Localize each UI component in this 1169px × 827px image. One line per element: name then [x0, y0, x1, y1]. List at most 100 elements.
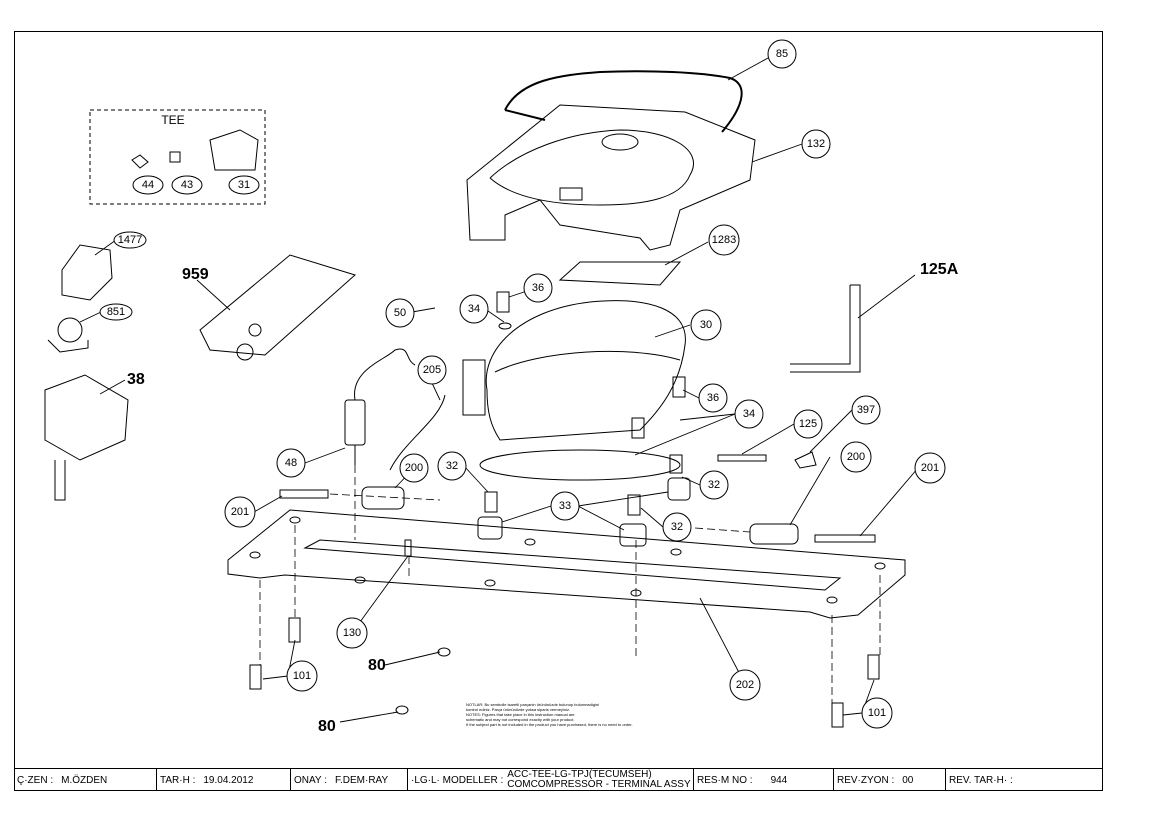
bolt-36-b: [672, 376, 686, 398]
tee-part-44: [131, 154, 149, 169]
label-38: 38: [127, 371, 145, 388]
callout-101b-text: 101: [868, 707, 886, 719]
grommet-33-c: [667, 477, 691, 501]
tarih-value: 19.04.2012: [203, 774, 254, 786]
model-line-2: COMCOMPRESSOR - TERMINAL ASSY: [507, 779, 691, 790]
process-tube-part: [790, 284, 861, 373]
callout-32b-text: 32: [708, 479, 720, 491]
callout-132: [801, 129, 831, 159]
screw-101-b: [249, 664, 262, 690]
cizen-value: M.ÖZDEN: [61, 774, 108, 786]
onay-cell: ONAY : F.DEM·RAY: [291, 769, 408, 791]
screw-101-d: [831, 702, 844, 728]
callout-32a: [437, 451, 467, 481]
callout-130: [336, 617, 368, 649]
terminal-cover-screw: [236, 343, 254, 361]
model-line-1: ACC-TEE-LG-TPJ(TECUMSEH): [507, 769, 652, 780]
callout-101b: [861, 697, 893, 729]
callout-85-text: 85: [776, 48, 788, 60]
callout-851: [99, 303, 133, 321]
screw-101-c: [867, 654, 880, 680]
revtarih-cell: REV. TAR·H· :: [946, 769, 1103, 791]
onay-label: ONAY :: [294, 774, 327, 786]
sleeve-32-a: [484, 491, 498, 513]
note-line: If the subject part is not included in t…: [466, 722, 633, 727]
tarih-label: TAR·H :: [160, 774, 196, 786]
callout-201a: [224, 496, 256, 528]
mount-pin-201-left: [279, 489, 329, 499]
base-plate-holes: [249, 516, 886, 604]
callout-397: [851, 395, 881, 425]
tee-part-31: [209, 129, 259, 171]
callout-202: [729, 669, 761, 701]
compressor-shell-part: [485, 300, 686, 441]
revizyon-cell: REV·ZYON : 00: [834, 769, 946, 791]
bolt-36-c: [631, 417, 645, 439]
compressor-base: [479, 449, 681, 481]
callout-32c: [662, 512, 692, 542]
label-125A: 125A: [920, 261, 959, 278]
label-80a: 80: [368, 657, 386, 674]
callout-34b: [734, 399, 764, 429]
cizen-label: Ç·ZEN :: [17, 774, 54, 786]
mount-pin-201-right: [814, 534, 876, 543]
resim-value: 944: [770, 774, 788, 786]
terminal-cover-hole: [248, 323, 262, 337]
base-plate-channel: [303, 539, 842, 591]
callout-31-text: 31: [238, 179, 250, 191]
callout-36b: [698, 383, 728, 413]
callout-200a: [399, 453, 429, 483]
callout-43: [171, 175, 203, 195]
callout-34a-text: 34: [468, 303, 480, 315]
wire-205-part: [389, 394, 446, 471]
note-line: NOTLAR: Bu sembolle isaretli parçanin ür…: [466, 702, 599, 707]
callout-130-text: 130: [343, 627, 361, 639]
callout-201b: [914, 452, 946, 484]
note-line: kontrol ediniz. Parça ürününüzde yoksa s…: [466, 707, 571, 712]
tarih-cell: TAR·H : 19.04.2012: [157, 769, 291, 791]
callout-101a-text: 101: [293, 670, 311, 682]
callout-30-text: 30: [700, 319, 712, 331]
callout-34a: [459, 294, 489, 324]
modeller-cell: ·LG·L· MODELLER : ACC-TEE-LG-TPJ(TECUMSE…: [408, 769, 694, 791]
tee-kit-box: [89, 109, 266, 205]
onay-value: F.DEM·RAY: [334, 774, 389, 786]
capacitor-wire: [354, 348, 416, 401]
callout-851-text: 851: [107, 306, 125, 318]
power-cord-part: [54, 460, 66, 501]
grommet-33-a: [477, 516, 503, 540]
plug-397-part: [794, 451, 817, 469]
callout-33: [550, 491, 580, 521]
tee-part-43: [169, 151, 181, 163]
grommet-200-right: [749, 523, 799, 545]
callout-34b-text: 34: [743, 408, 755, 420]
compressor-seam: [494, 350, 681, 373]
relay-part: [61, 244, 113, 301]
modeller-label: ·LG·L· MODELLER :: [411, 774, 504, 786]
overload-bracket: [47, 339, 89, 353]
callout-44: [132, 175, 164, 195]
callout-125: [793, 409, 823, 439]
callout-36b-text: 36: [707, 392, 719, 404]
callout-50-text: 50: [394, 307, 406, 319]
callout-101a: [286, 660, 318, 692]
callout-48-text: 48: [285, 457, 297, 469]
foot-80-b: [395, 705, 409, 715]
callout-31: [228, 175, 260, 195]
resim-cell: RES·M NO : 944: [694, 769, 834, 791]
callout-50: [385, 298, 415, 328]
callout-397-text: 397: [857, 404, 875, 416]
callout-32c-text: 32: [671, 521, 683, 533]
power-plug-part: [44, 374, 129, 461]
callout-132-text: 132: [807, 138, 825, 150]
callout-48: [276, 448, 306, 478]
callout-1477-text: 1477: [118, 234, 142, 246]
grommet-33-b: [619, 523, 647, 547]
callout-32b: [699, 470, 729, 500]
foot-80-a: [437, 647, 451, 657]
compressor-terminal-box: [462, 359, 486, 416]
pin-125-part: [717, 454, 767, 462]
clip-130-part: [404, 539, 412, 557]
drawing-frame: [14, 31, 1103, 791]
sleeve-32-b: [627, 494, 641, 516]
